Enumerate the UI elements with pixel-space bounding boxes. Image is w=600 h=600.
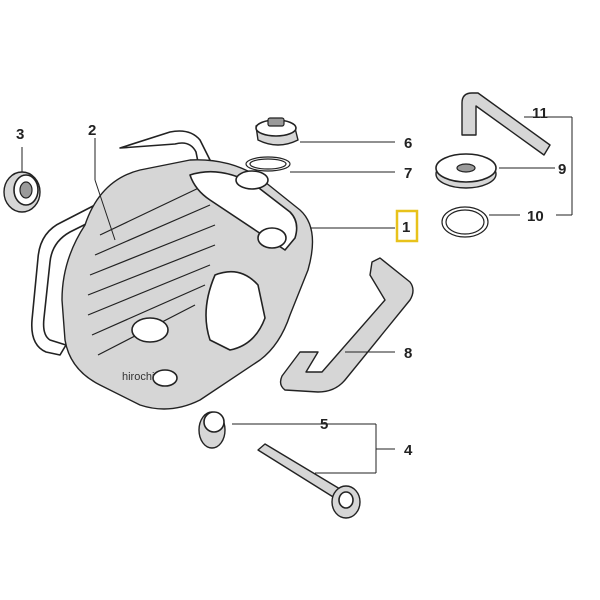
watermark: hirochi [122, 371, 154, 383]
label-1: 1 [402, 219, 410, 236]
label-4: 4 [404, 442, 413, 459]
part-4-bolt [257, 443, 361, 519]
label-10: 10 [527, 208, 544, 225]
part-7-o-ring [245, 156, 291, 172]
part-8-guard [279, 257, 414, 393]
label-11: 11 [532, 105, 548, 122]
label-5: 5 [320, 416, 328, 433]
label-2: 2 [88, 122, 96, 139]
label-9: 9 [558, 161, 566, 178]
label-6: 6 [404, 135, 412, 152]
part-11-hex-key [461, 92, 551, 156]
highlight-box [395, 209, 419, 243]
label-8: 8 [404, 345, 412, 362]
part-6-filler-cap [255, 117, 299, 146]
part-9-cap [435, 153, 497, 189]
leader-lines [21, 116, 573, 474]
label-7: 7 [404, 165, 412, 182]
part-1-valve-cover [61, 159, 314, 410]
label-3: 3 [16, 126, 24, 143]
part-10-o-ring [441, 206, 489, 238]
part-5-bushing [198, 411, 226, 449]
part-3-grommet [3, 171, 41, 213]
